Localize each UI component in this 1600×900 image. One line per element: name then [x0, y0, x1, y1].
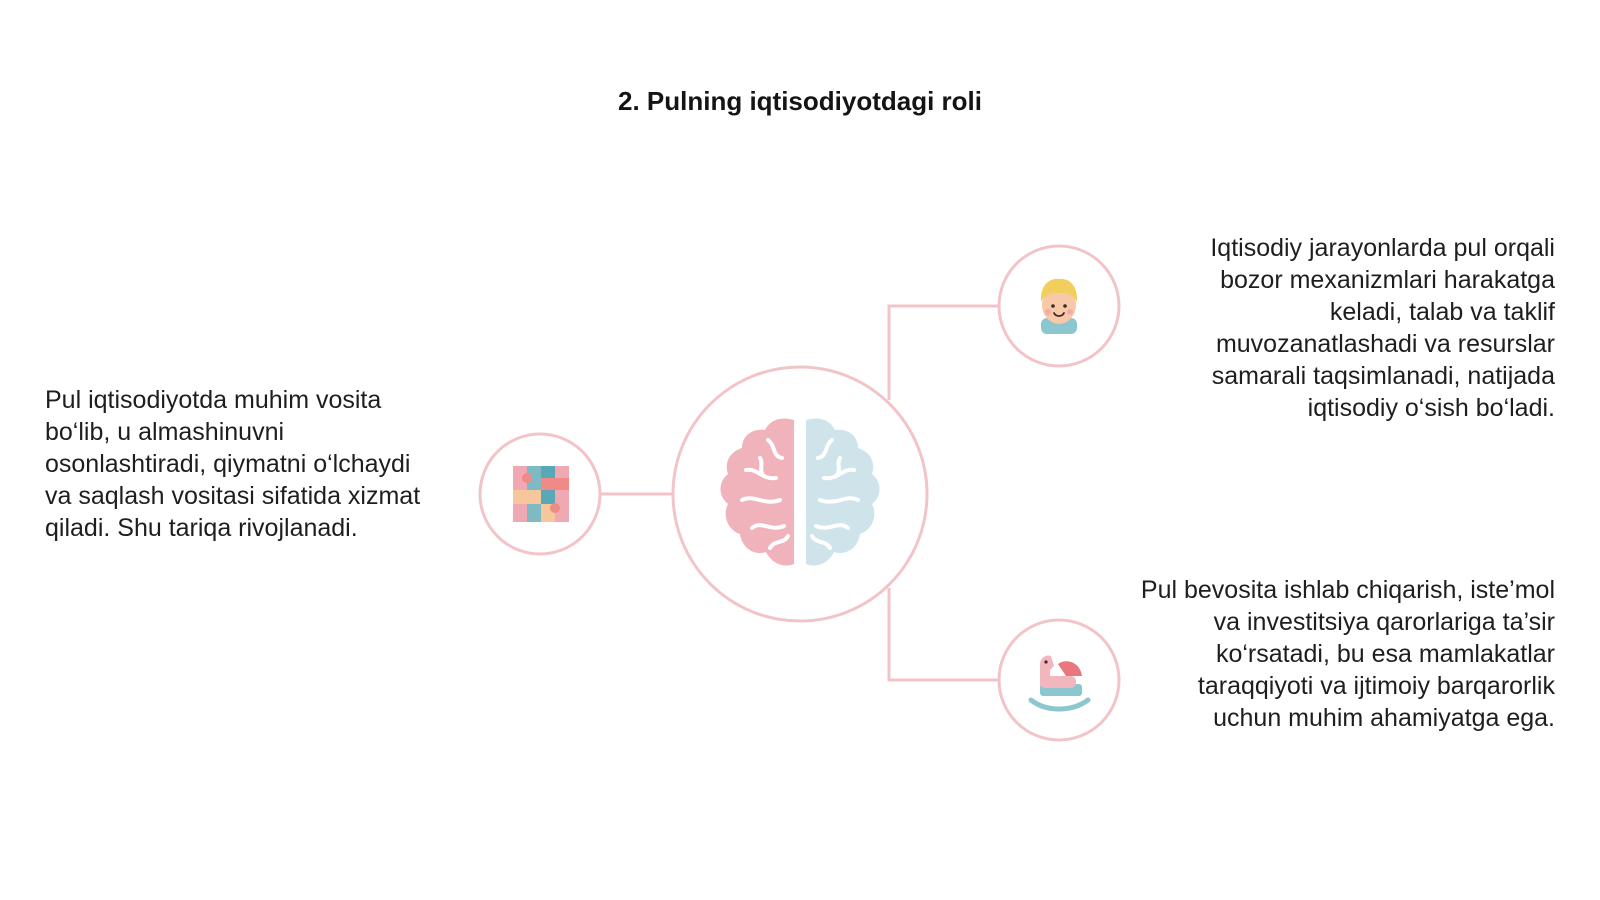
rocking-horse-icon — [1028, 655, 1091, 712]
puzzle-icon — [513, 466, 569, 522]
text-block-bottom-right: Pul bevosita ishlab chiqarish, iste’mol … — [1140, 576, 1555, 732]
connector-bottom-right — [887, 588, 998, 682]
text-block-left: Pul iqtisodiyotda muhim vosita bo‘lib, u… — [45, 386, 421, 542]
child-face-icon — [1040, 278, 1078, 334]
left-node — [478, 432, 602, 556]
connector-top-right — [887, 304, 998, 400]
brain-icon — [720, 418, 880, 566]
bottom-right-node — [997, 618, 1121, 742]
center-node — [671, 365, 929, 623]
slide-title: 2. Pulning iqtisodiyotdagi roli — [618, 86, 982, 116]
top-right-node — [997, 244, 1121, 368]
text-block-top-right: Iqtisodiy jarayonlarda pul orqali bozor … — [1210, 234, 1555, 422]
